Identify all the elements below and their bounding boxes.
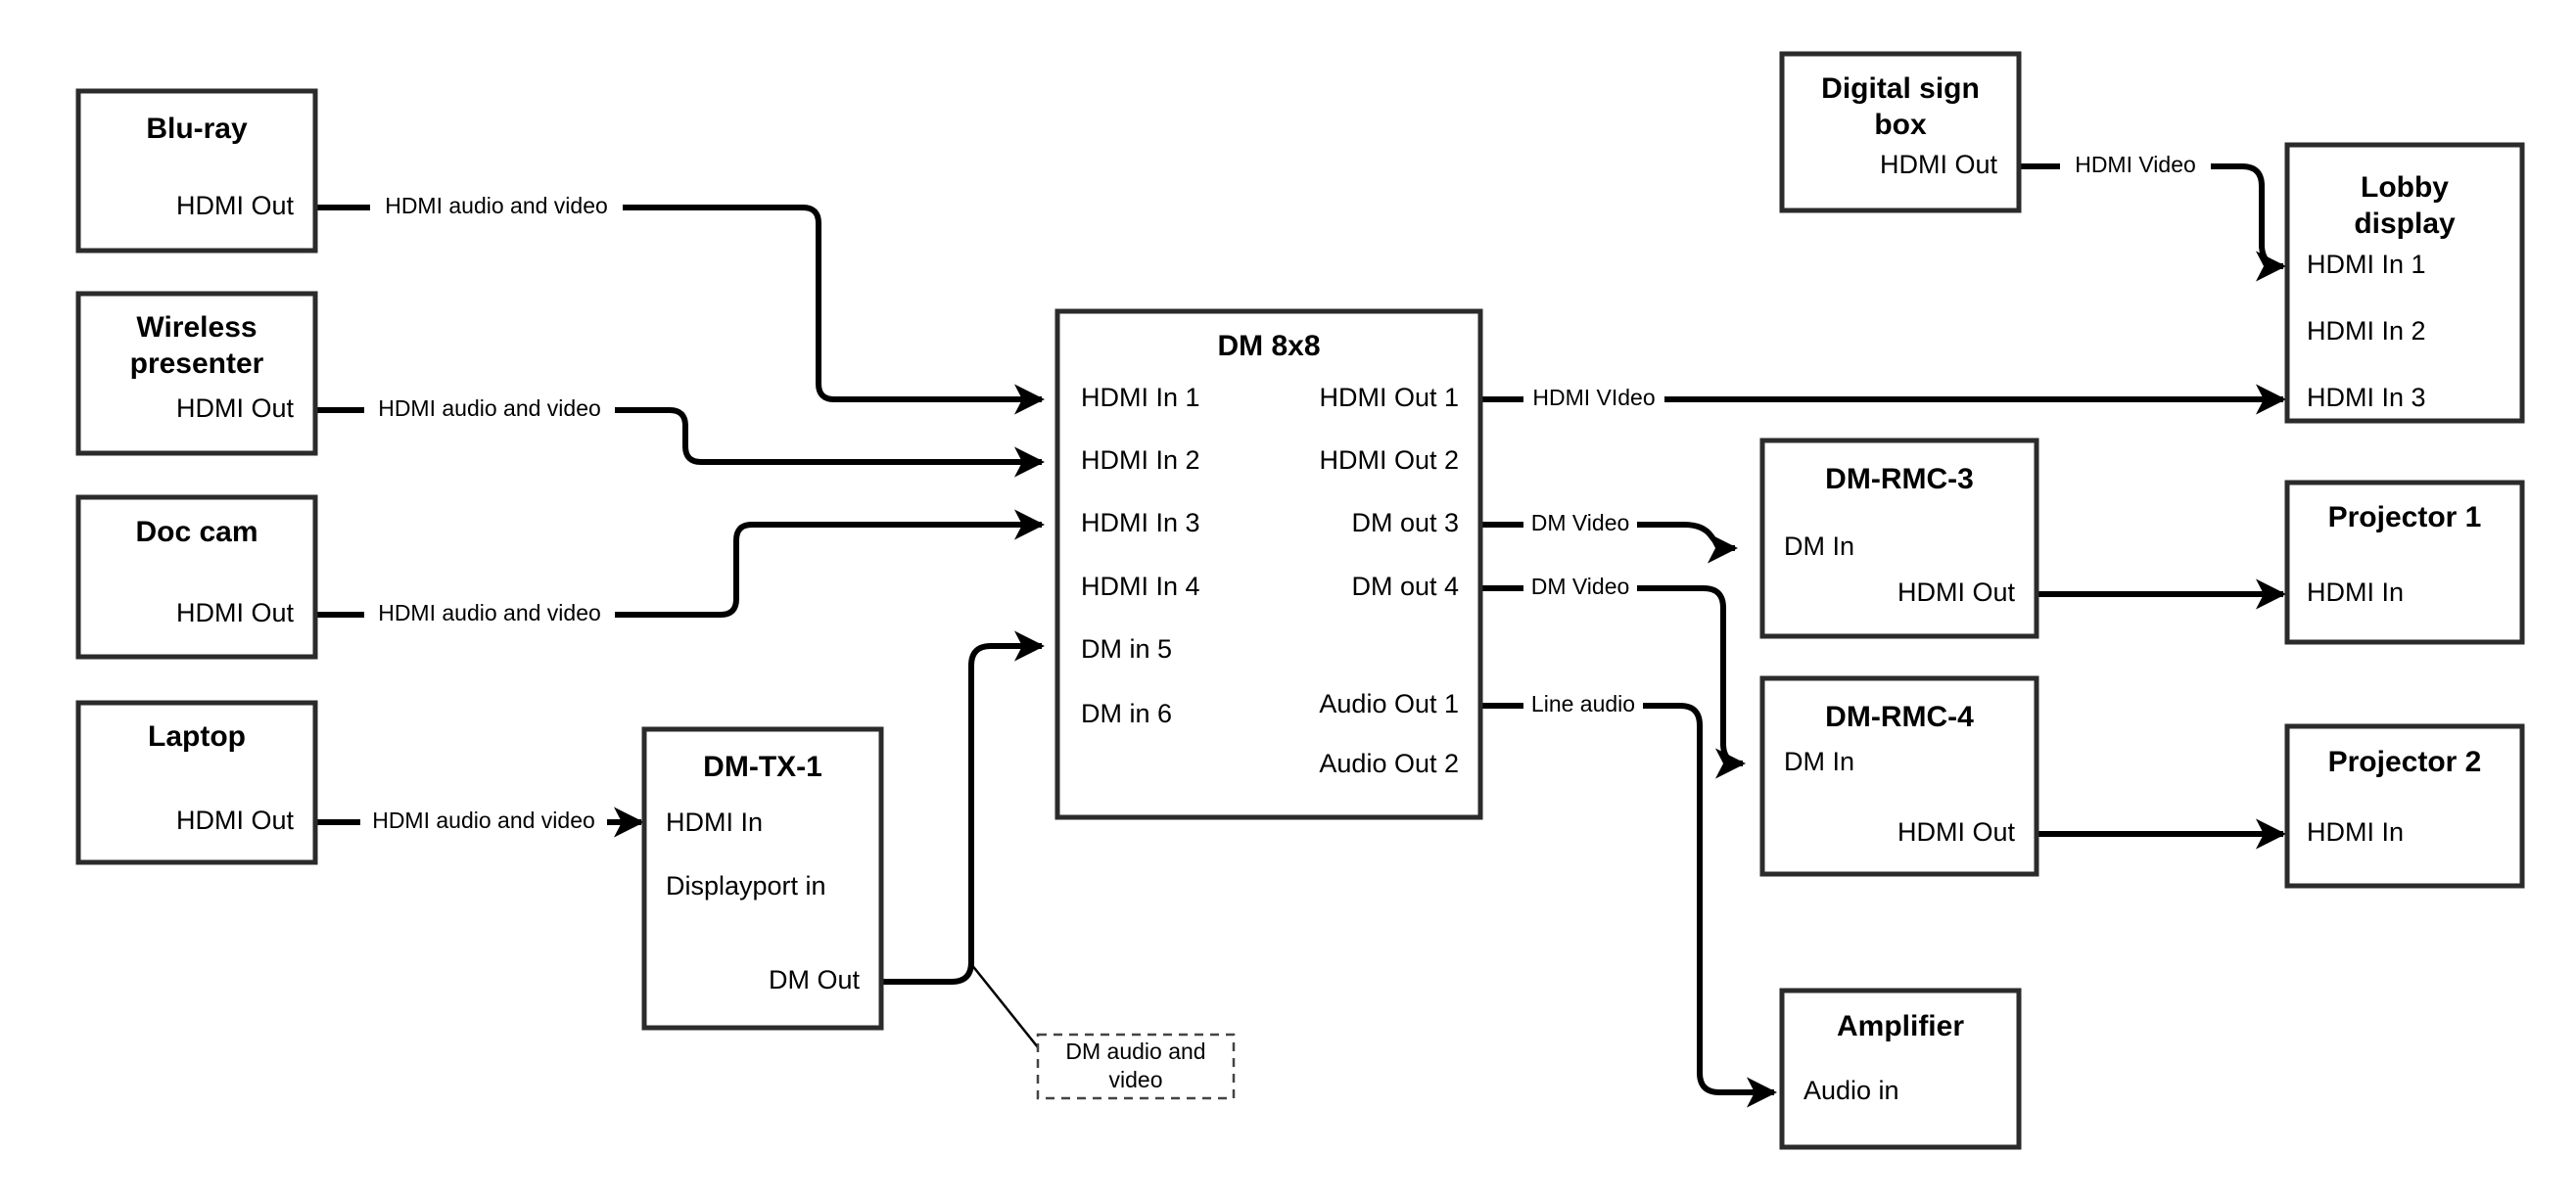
wire-dm8x8-out3-to-rmc3: DM Video [1480, 510, 1739, 564]
node-projector-1[interactable]: Projector 1 HDMI In [2284, 480, 2525, 645]
doc-cam-title: Doc cam [135, 516, 258, 548]
dm-rmc-4-title: DM-RMC-4 [1825, 701, 1974, 733]
edge-label-wireless: HDMI audio and video [378, 395, 601, 421]
digital-sign-box-title-line1: Digital sign [1821, 72, 1980, 105]
digital-sign-box-title-line2: box [1874, 109, 1927, 141]
wire-dm8x8-out1-to-lobby-in3: HDMI VIdeo [1480, 384, 2287, 415]
node-laptop[interactable]: Laptop HDMI Out [75, 700, 318, 865]
dm-8x8-input-dm-in-6: DM in 6 [1081, 699, 1172, 728]
dm-rmc-4-port-dm-in: DM In [1784, 747, 1854, 776]
node-doc-cam[interactable]: Doc cam HDMI Out [75, 494, 318, 660]
node-lobby-display[interactable]: Lobby display HDMI In 1 HDMI In 2 HDMI I… [2284, 142, 2525, 424]
dm-rmc-3-port-dm-in: DM In [1784, 531, 1854, 561]
node-projector-2[interactable]: Projector 2 HDMI In [2284, 723, 2525, 889]
dm-8x8-output-hdmi-out-2: HDMI Out 2 [1319, 445, 1459, 475]
dm-8x8-input-dm-in-5: DM in 5 [1081, 634, 1172, 664]
dm-8x8-output-dm-out-3: DM out 3 [1351, 508, 1459, 537]
lobby-display-input-hdmi-in-2: HDMI In 2 [2307, 316, 2426, 346]
dm-8x8-output-audio-out-1: Audio Out 1 [1319, 689, 1459, 718]
wireless-presenter-port-hdmi-out: HDMI Out [176, 393, 295, 423]
doc-cam-port-hdmi-out: HDMI Out [176, 598, 295, 627]
bluray-title: Blu-ray [146, 113, 248, 145]
dm-8x8-input-hdmi-in-4: HDMI In 4 [1081, 572, 1200, 601]
edge-label-dm-video-out4: DM Video [1531, 574, 1630, 599]
node-wireless-presenter[interactable]: Wireless presenter HDMI Out [75, 291, 318, 456]
edge-label-hdmi-video-out1: HDMI VIdeo [1532, 385, 1655, 410]
edge-label-dm-video-out3: DM Video [1531, 510, 1630, 535]
edge-label-sign-hdmi-video: HDMI Video [2075, 152, 2196, 177]
wire-dm8x8-out4-to-rmc4: DM Video [1480, 574, 1747, 779]
projector-1-port-hdmi-in: HDMI In [2307, 577, 2404, 607]
amplifier-port-audio-in: Audio in [1803, 1076, 1899, 1105]
laptop-title: Laptop [148, 720, 246, 753]
edge-label-laptop: HDMI audio and video [372, 808, 595, 833]
dm-rmc-4-port-hdmi-out: HDMI Out [1897, 817, 2016, 847]
dm-8x8-output-audio-out-2: Audio Out 2 [1319, 749, 1459, 778]
leader-line-dm-note [970, 963, 1039, 1048]
wire-sign-to-lobby-in1: HDMI Video [2017, 152, 2287, 282]
lobby-display-title-line2: display [2354, 208, 2456, 240]
wire-dm8x8-audioout1-to-amplifier: Line audio [1480, 691, 1778, 1108]
note-dm-audio-and-video: DM audio and video [1036, 1033, 1236, 1100]
node-digital-sign-box[interactable]: Digital sign box HDMI Out [1779, 51, 2022, 213]
dm-8x8-title: DM 8x8 [1217, 330, 1320, 362]
node-dm-rmc-4[interactable]: DM-RMC-4 DM In HDMI Out [1759, 675, 2039, 877]
wireless-presenter-title-line1: Wireless [136, 311, 257, 344]
wire-wireless-to-dm8x8-in2: HDMI audio and video [315, 395, 1046, 478]
dm-8x8-output-dm-out-4: DM out 4 [1351, 572, 1459, 601]
projector-2-port-hdmi-in: HDMI In [2307, 817, 2404, 847]
dm-8x8-input-hdmi-in-2: HDMI In 2 [1081, 445, 1200, 475]
edge-label-line-audio: Line audio [1531, 691, 1635, 716]
laptop-port-hdmi-out: HDMI Out [176, 806, 295, 835]
wire-laptop-to-dmtx1-hdmi-in: HDMI audio and video [315, 807, 645, 838]
digital-sign-box-port-hdmi-out: HDMI Out [1880, 150, 1998, 179]
dm-tx-1-title: DM-TX-1 [703, 751, 822, 783]
note-line2: video [1109, 1067, 1163, 1092]
dm-rmc-3-title: DM-RMC-3 [1825, 463, 1974, 495]
wire-doccam-to-dm8x8-in3: HDMI audio and video [315, 509, 1046, 625]
node-dm-tx-1[interactable]: DM-TX-1 HDMI In Displayport in DM Out [641, 726, 884, 1031]
dm-tx-1-port-hdmi-in: HDMI In [666, 808, 763, 837]
node-dm-rmc-3[interactable]: DM-RMC-3 DM In HDMI Out [1759, 438, 2039, 639]
wire-bluray-to-dm8x8-in1: HDMI audio and video [315, 193, 1046, 415]
bluray-port-hdmi-out: HDMI Out [176, 191, 295, 220]
node-amplifier[interactable]: Amplifier Audio in [1779, 988, 2022, 1150]
lobby-display-input-hdmi-in-3: HDMI In 3 [2307, 383, 2426, 412]
wireless-presenter-title-line2: presenter [130, 347, 264, 380]
note-line1: DM audio and [1065, 1039, 1205, 1064]
dm-8x8-input-hdmi-in-3: HDMI In 3 [1081, 508, 1200, 537]
edge-label-doccam: HDMI audio and video [378, 600, 601, 625]
projector-2-title: Projector 2 [2328, 746, 2482, 778]
projector-1-title: Projector 1 [2328, 501, 2482, 533]
node-bluray[interactable]: Blu-ray HDMI Out [75, 88, 318, 254]
edge-label-bluray: HDMI audio and video [385, 193, 608, 218]
lobby-display-input-hdmi-in-1: HDMI In 1 [2307, 250, 2426, 279]
dm-tx-1-port-dm-out: DM Out [769, 965, 861, 994]
dm-rmc-3-port-hdmi-out: HDMI Out [1897, 577, 2016, 607]
dm-tx-1-port-displayport-in: Displayport in [666, 871, 826, 901]
lobby-display-title-line1: Lobby [2361, 171, 2449, 204]
amplifier-title: Amplifier [1837, 1010, 1964, 1042]
node-dm-8x8[interactable]: DM 8x8 HDMI In 1 HDMI In 2 HDMI In 3 HDM… [1054, 308, 1483, 820]
dm-8x8-output-hdmi-out-1: HDMI Out 1 [1319, 383, 1459, 412]
dm-8x8-input-hdmi-in-1: HDMI In 1 [1081, 383, 1200, 412]
wire-dmtx1-to-dm8x8-in5 [881, 630, 1046, 985]
